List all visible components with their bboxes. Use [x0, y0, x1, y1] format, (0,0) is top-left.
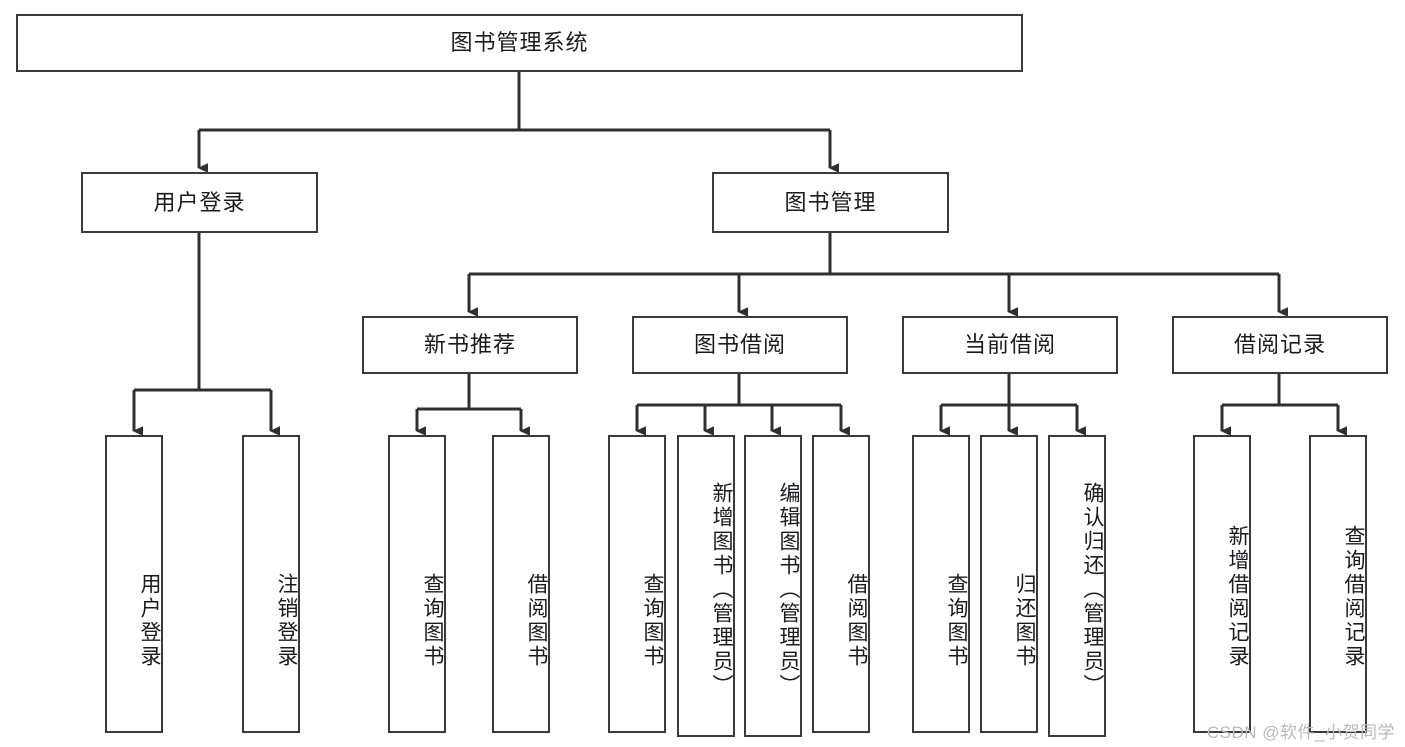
- node-leaf-query-book-1-label: 查询图书: [421, 573, 444, 669]
- node-leaf-add-record[interactable]: 新增借阅记录: [1193, 435, 1251, 733]
- node-new-book-rec[interactable]: 新书推荐: [362, 316, 578, 374]
- node-book-borrow[interactable]: 图书借阅: [632, 316, 848, 374]
- node-leaf-add-record-label: 新增借阅记录: [1226, 525, 1249, 669]
- node-leaf-user-login-label: 用户登录: [138, 573, 161, 669]
- node-leaf-query-book-2-label: 查询图书: [641, 573, 664, 669]
- node-leaf-logout-label: 注销登录: [275, 573, 298, 669]
- watermark-text: CSDN @软件_小贺同学: [1206, 723, 1395, 742]
- node-leaf-borrow-book-2[interactable]: 借阅图书: [812, 435, 870, 733]
- node-leaf-edit-book-label: 编辑图书（管理员）: [777, 482, 800, 698]
- node-root-label: 图书管理系统: [450, 30, 589, 56]
- node-leaf-add-book[interactable]: 新增图书（管理员）: [677, 435, 735, 737]
- node-leaf-return-book-label: 归还图书: [1013, 573, 1036, 669]
- node-user-login-label: 用户登录: [153, 189, 246, 215]
- node-leaf-query-record[interactable]: 查询借阅记录: [1309, 435, 1367, 733]
- node-book-borrow-label: 图书借阅: [693, 332, 786, 358]
- node-root[interactable]: 图书管理系统: [16, 14, 1023, 72]
- node-book-manage[interactable]: 图书管理: [712, 172, 949, 233]
- node-borrow-record[interactable]: 借阅记录: [1172, 316, 1388, 374]
- node-current-borrow[interactable]: 当前借阅: [902, 316, 1118, 374]
- node-leaf-borrow-book-1[interactable]: 借阅图书: [492, 435, 550, 733]
- node-leaf-add-book-label: 新增图书（管理员）: [710, 482, 733, 698]
- node-leaf-edit-book[interactable]: 编辑图书（管理员）: [744, 435, 802, 737]
- node-leaf-borrow-book-2-label: 借阅图书: [845, 573, 868, 669]
- node-leaf-query-book-2[interactable]: 查询图书: [608, 435, 666, 733]
- node-leaf-confirm-return[interactable]: 确认归还（管理员）: [1048, 435, 1106, 737]
- node-leaf-logout[interactable]: 注销登录: [242, 435, 300, 733]
- node-leaf-query-book-3[interactable]: 查询图书: [912, 435, 970, 733]
- node-leaf-user-login[interactable]: 用户登录: [105, 435, 163, 733]
- node-book-manage-label: 图书管理: [784, 189, 877, 215]
- node-new-book-rec-label: 新书推荐: [423, 332, 516, 358]
- node-leaf-query-record-label: 查询借阅记录: [1342, 525, 1365, 669]
- node-leaf-confirm-return-label: 确认归还（管理员）: [1081, 482, 1104, 698]
- node-borrow-record-label: 借阅记录: [1233, 332, 1326, 358]
- node-leaf-return-book[interactable]: 归还图书: [980, 435, 1038, 733]
- node-user-login[interactable]: 用户登录: [81, 172, 318, 233]
- node-leaf-query-book-3-label: 查询图书: [945, 573, 968, 669]
- node-leaf-query-book-1[interactable]: 查询图书: [388, 435, 446, 733]
- node-current-borrow-label: 当前借阅: [963, 332, 1056, 358]
- node-leaf-borrow-book-1-label: 借阅图书: [525, 573, 548, 669]
